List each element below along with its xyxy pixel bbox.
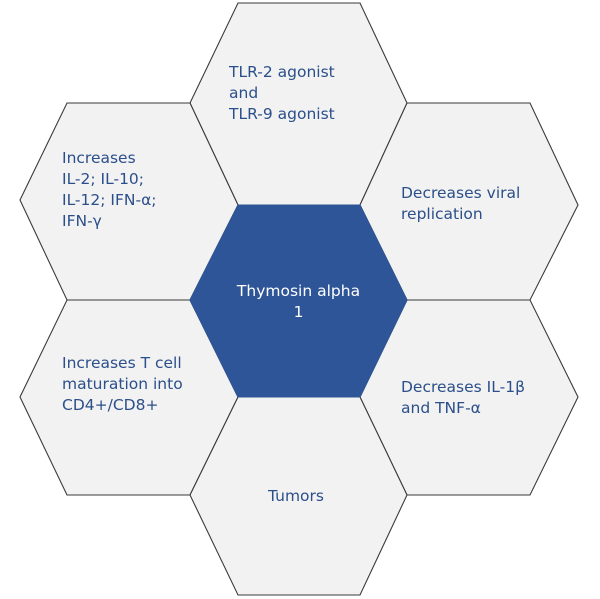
label-top-line-3: TLR-9 agonist <box>229 105 335 123</box>
label-upper-left: Increases IL-2; IL-10; IL-12; IFN-α; IFN… <box>62 148 157 232</box>
label-lower-left-line-2: maturation into <box>62 375 183 393</box>
label-upper-right-line-1: Decreases viral <box>401 184 521 202</box>
label-lower-left-line-1: Increases T cell <box>62 354 182 372</box>
label-top-line-1: TLR-2 agonist <box>229 63 335 81</box>
label-lower-right-line-2: and TNF-α <box>401 399 481 417</box>
label-upper-right: Decreases viral replication <box>401 183 520 225</box>
label-bottom: Tumors <box>268 486 324 507</box>
label-upper-left-line-4: IFN-γ <box>62 212 102 230</box>
hexagon-center <box>189 204 408 398</box>
label-center: Thymosin alpha 1 <box>190 281 407 323</box>
label-top-line-2: and <box>229 84 259 102</box>
label-top: TLR-2 agonist and TLR-9 agonist <box>229 62 335 125</box>
label-upper-left-line-1: Increases <box>62 149 136 167</box>
label-bottom-line-1: Tumors <box>268 487 324 505</box>
label-upper-right-line-2: replication <box>401 205 483 223</box>
label-lower-left: Increases T cell maturation into CD4+/CD… <box>62 353 183 416</box>
label-center-line-1: Thymosin alpha <box>236 282 361 300</box>
label-center-line-2: 1 <box>293 303 304 321</box>
label-lower-right: Decreases IL-1β and TNF-α <box>401 377 525 419</box>
label-lower-left-line-3: CD4+/CD8+ <box>62 396 159 414</box>
label-lower-right-line-1: Decreases IL-1β <box>401 378 525 396</box>
label-upper-left-line-3: IL-12; IFN-α; <box>62 191 157 209</box>
label-upper-left-line-2: IL-2; IL-10; <box>62 170 145 188</box>
